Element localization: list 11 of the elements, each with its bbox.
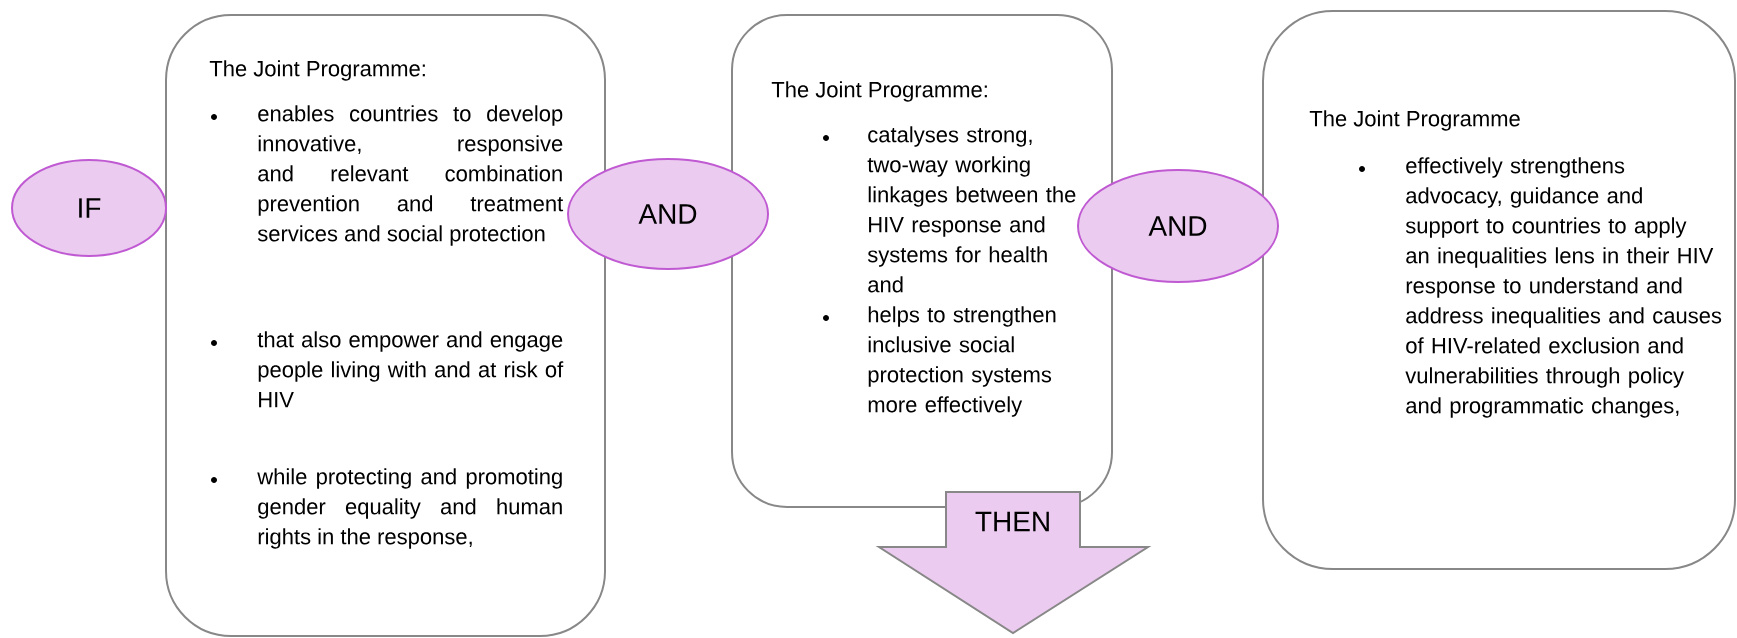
bullet-text: while protecting and promoting gender equality and human rights in the response, <box>257 468 562 549</box>
oval: IF <box>11 159 167 257</box>
heading: The Joint Programme: <box>209 60 425 81</box>
oval: AND <box>1077 169 1279 283</box>
heading: The Joint Programme <box>1309 110 1520 131</box>
bullet-text: effectively strengthens advocacy, guidance and support to countries to apply an inequalities lens in their HIV response to understand and address inequalities and causes of HIV-related exclusion and vulnerabilities through policy and programmatic changes, <box>1405 157 1722 418</box>
oval: AND <box>567 158 769 270</box>
bullet-text: that also empower and engage people living with and at risk of HIV <box>257 331 564 408</box>
heading: The Joint Programme: <box>771 81 987 102</box>
bullet-text: helps to strengthen inclusive social protection systems more effectively <box>868 306 1056 417</box>
bullet-text: enables countries to develop innovative, responsive and relevant combination prevention and treatment services and social protection <box>257 105 564 246</box>
